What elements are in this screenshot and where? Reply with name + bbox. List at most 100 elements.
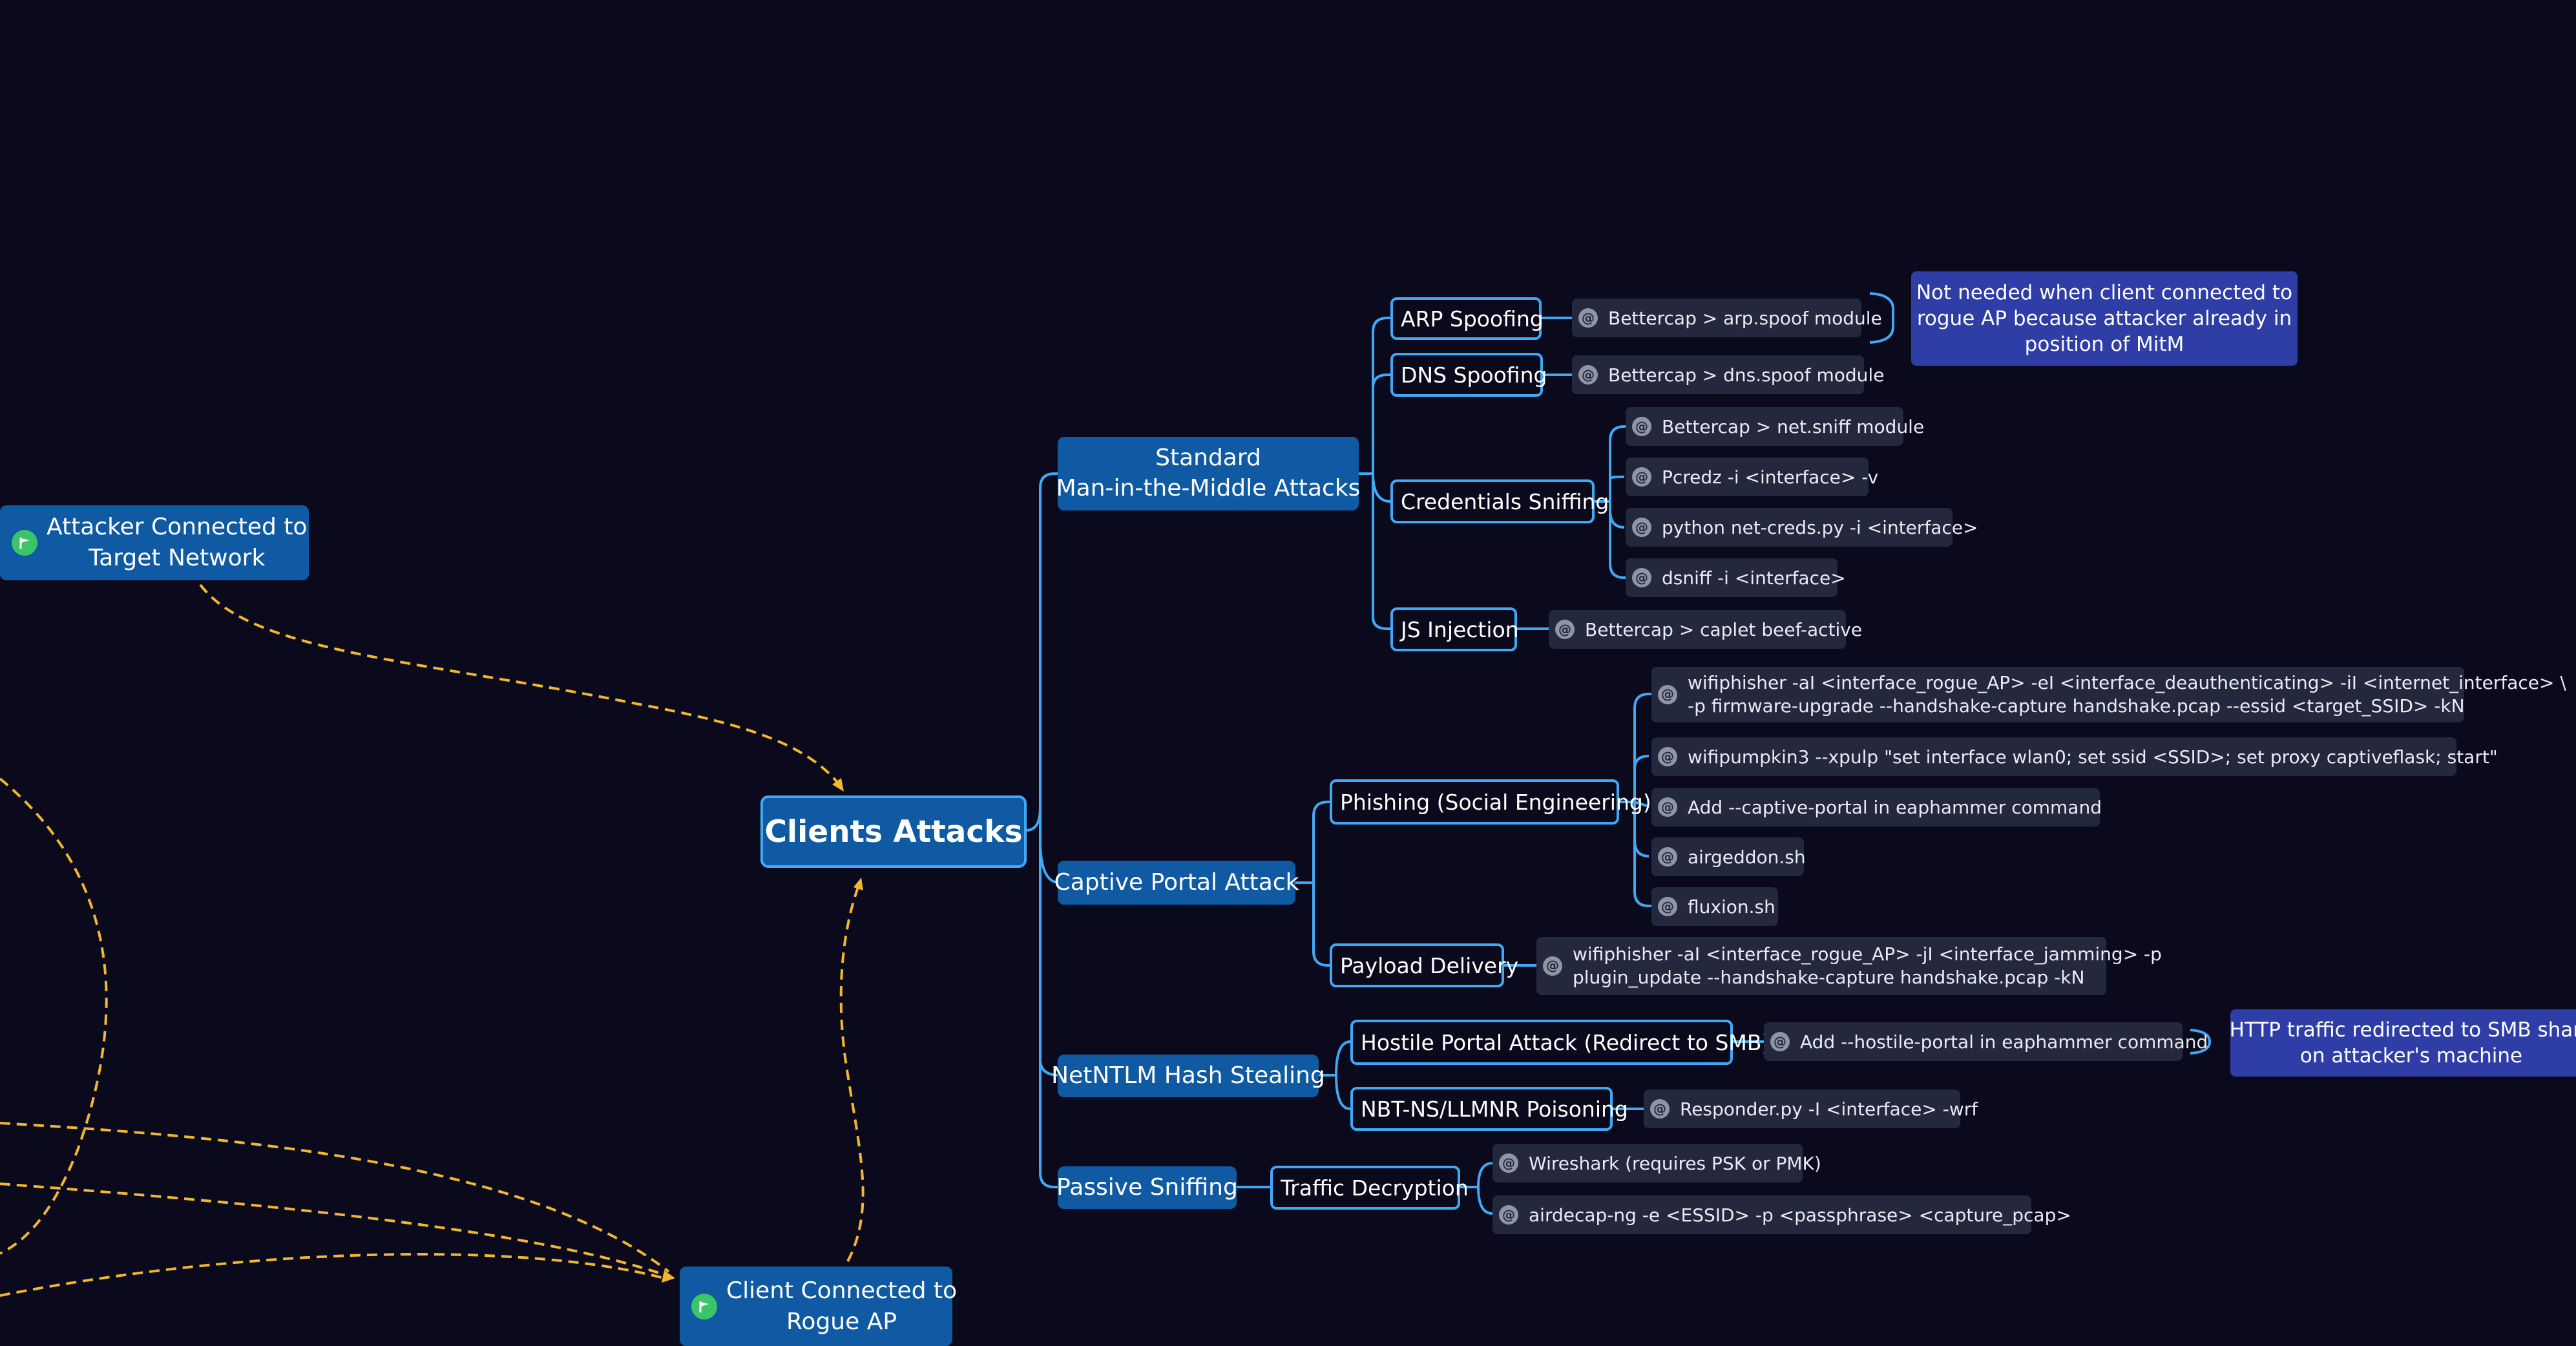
branch-standard-mitm[interactable]: Standard Man-in-the-Middle Attacks	[1056, 437, 1361, 510]
link-icon: @	[1658, 685, 1677, 704]
link-icon: @	[1658, 897, 1677, 916]
topic-js-injection[interactable]: JS Injection	[1390, 607, 1519, 651]
floating-attacker-connected[interactable]: Attacker Connected to Target Network	[0, 505, 309, 580]
leaf-label: dsniff -i <interface>	[1662, 567, 1846, 589]
leaf-creds-netcreds[interactable]: @ python net-creds.py -i <interface>	[1626, 508, 1978, 547]
branch-captive-portal[interactable]: Captive Portal Attack	[1054, 861, 1299, 905]
link-icon: @	[1658, 797, 1677, 817]
leaf-hostile-eaphammer[interactable]: @ Add --hostile-portal in eaphammer comm…	[1764, 1022, 2208, 1061]
leaf-dns-bettercap[interactable]: @ Bettercap > dns.spoof module	[1572, 355, 1884, 394]
note-label: Not needed when client connected to rogu…	[1916, 280, 2293, 357]
floating-label: Client Connected to Rogue AP	[726, 1277, 958, 1335]
leaf-label: Add --hostile-portal in eaphammer comman…	[1800, 1031, 2208, 1053]
leaf-label: wifiphisher -aI <interface_rogue_AP> -eI…	[1688, 672, 2566, 717]
topic-label: DNS Spoofing	[1401, 362, 1547, 388]
leaf-label: wifiphisher -aI <interface_rogue_AP> -jI…	[1573, 943, 2162, 988]
leaf-decrypt-airdecap[interactable]: @ airdecap-ng -e <ESSID> -p <passphrase>…	[1492, 1195, 2071, 1234]
flag-icon	[691, 1293, 717, 1320]
connector-creds	[1593, 425, 1626, 579]
leaf-creds-bettercap[interactable]: @ Bettercap > net.sniff module	[1626, 407, 1924, 446]
connector-captive	[1295, 801, 1330, 967]
leaf-creds-dsniff[interactable]: @ dsniff -i <interface>	[1626, 558, 1846, 597]
leaf-phishing-wifiphisher[interactable]: @ wifiphisher -aI <interface_rogue_AP> -…	[1651, 667, 2566, 722]
link-icon: @	[1499, 1153, 1518, 1173]
link-icon: @	[1632, 518, 1651, 537]
link-icon: @	[1578, 308, 1598, 328]
link-icon: @	[1632, 568, 1651, 587]
branch-passive-sniffing[interactable]: Passive Sniffing	[1056, 1166, 1238, 1209]
dashed-relation-left-3	[0, 1253, 669, 1297]
dashed-relation-left-1	[0, 1122, 670, 1273]
flag-icon	[12, 530, 37, 556]
branch-netntlm[interactable]: NetNTLM Hash Stealing	[1051, 1055, 1325, 1097]
dashed-relation-client-up	[839, 883, 864, 1262]
topic-hostile-portal[interactable]: Hostile Portal Attack (Redirect to SMB)	[1350, 1020, 1770, 1065]
topic-traffic-decryption[interactable]: Traffic Decryption	[1270, 1166, 1469, 1210]
link-icon: @	[1658, 747, 1677, 766]
leaf-payload-wifiphisher[interactable]: @ wifiphisher -aI <interface_rogue_AP> -…	[1536, 937, 2162, 995]
dashed-relation-attacker	[199, 584, 843, 788]
leaf-label: Pcredz -i <interface> -v	[1662, 466, 1879, 488]
note-label: HTTP traffic redirected to SMB share on …	[2229, 1018, 2576, 1067]
topic-label: JS Injection	[1401, 616, 1519, 642]
arrowhead-attacker	[832, 778, 844, 792]
topic-label: Traffic Decryption	[1281, 1175, 1469, 1201]
leaf-phishing-eaphammer[interactable]: @ Add --captive-portal in eaphammer comm…	[1651, 788, 2102, 826]
branch-label-line2: Man-in-the-Middle Attacks	[1056, 475, 1361, 501]
leaf-label: Responder.py -I <interface> -wrf	[1680, 1098, 1978, 1120]
link-icon: @	[1578, 365, 1598, 384]
topic-dns-spoofing[interactable]: DNS Spoofing	[1390, 353, 1547, 397]
branch-label: Passive Sniffing	[1056, 1173, 1238, 1201]
note-arp-mitm[interactable]: Not needed when client connected to rogu…	[1911, 271, 2298, 366]
topic-arp-spoofing[interactable]: ARP Spoofing	[1390, 297, 1544, 340]
topic-credentials-sniffing[interactable]: Credentials Sniffing	[1390, 479, 1609, 523]
connector-mitm-leaves	[1516, 292, 1894, 630]
topic-label: NBT-NS/LLMNR Poisoning	[1361, 1096, 1628, 1122]
leaf-label: Bettercap > dns.spoof module	[1608, 364, 1885, 386]
topic-label: Hostile Portal Attack (Redirect to SMB)	[1361, 1029, 1770, 1055]
leaf-phishing-fluxion[interactable]: @ fluxion.sh	[1651, 887, 1778, 926]
floating-label: Attacker Connected to Target Network	[47, 514, 308, 571]
leaf-arp-bettercap[interactable]: @ Bettercap > arp.spoof module	[1572, 299, 1882, 337]
branch-label: Captive Portal Attack	[1054, 868, 1299, 896]
leaf-creds-pcredz[interactable]: @ Pcredz -i <interface> -v	[1626, 457, 1878, 496]
link-icon: @	[1632, 417, 1651, 436]
topic-nbt-llmnr[interactable]: NBT-NS/LLMNR Poisoning	[1350, 1087, 1628, 1131]
connector-mitm	[1357, 317, 1391, 630]
connector-root	[1025, 472, 1060, 1188]
leaf-phishing-wifipumpkin3[interactable]: @ wifipumpkin3 --xpulp "set interface wl…	[1651, 737, 2498, 776]
floating-client-rogue-ap[interactable]: Client Connected to Rogue AP	[680, 1267, 957, 1346]
note-hostile-smb[interactable]: HTTP traffic redirected to SMB share on …	[2230, 1009, 2576, 1077]
leaf-label: wifipumpkin3 --xpulp "set interface wlan…	[1688, 746, 2498, 768]
root-label: Clients Attacks	[764, 814, 1023, 850]
link-icon: @	[1543, 956, 1562, 976]
leaf-js-bettercap[interactable]: @ Bettercap > caplet beef-active	[1549, 610, 1862, 649]
leaf-label: Bettercap > net.sniff module	[1662, 415, 1925, 437]
topic-label: Payload Delivery	[1340, 952, 1519, 978]
leaf-phishing-airgeddon[interactable]: @ airgeddon.sh	[1651, 837, 1806, 876]
root-node-clients-attacks[interactable]: Clients Attacks	[760, 795, 1027, 868]
leaf-label: Bettercap > arp.spoof module	[1608, 307, 1882, 329]
connector-phishing	[1618, 693, 1651, 907]
leaf-label: python net-creds.py -i <interface>	[1662, 516, 1978, 538]
dashed-relation-left-2	[0, 1183, 669, 1278]
connector-passive	[1235, 1162, 1493, 1215]
leaf-label: Wireshark (requires PSK or PMK)	[1529, 1152, 1821, 1174]
topic-phishing[interactable]: Phishing (Social Engineering)	[1330, 779, 1651, 825]
leaf-label: fluxion.sh	[1688, 896, 1775, 918]
branch-label-line1: Standard	[1155, 445, 1261, 472]
topic-label: ARP Spoofing	[1401, 306, 1544, 331]
dashed-relation-left-curve	[0, 777, 108, 1255]
leaf-label: airgeddon.sh	[1688, 846, 1806, 868]
leaf-nbt-responder[interactable]: @ Responder.py -I <interface> -wrf	[1644, 1089, 1978, 1128]
leaf-label: airdecap-ng -e <ESSID> -p <passphrase> <…	[1529, 1204, 2071, 1226]
leaf-decrypt-wireshark[interactable]: @ Wireshark (requires PSK or PMK)	[1492, 1144, 1821, 1183]
link-icon: @	[1499, 1205, 1518, 1225]
arrowhead-client	[662, 1270, 675, 1283]
leaf-label: Bettercap > caplet beef-active	[1585, 618, 1863, 640]
link-icon: @	[1632, 467, 1651, 487]
link-icon: @	[1555, 620, 1575, 639]
topic-payload-delivery[interactable]: Payload Delivery	[1330, 943, 1518, 987]
